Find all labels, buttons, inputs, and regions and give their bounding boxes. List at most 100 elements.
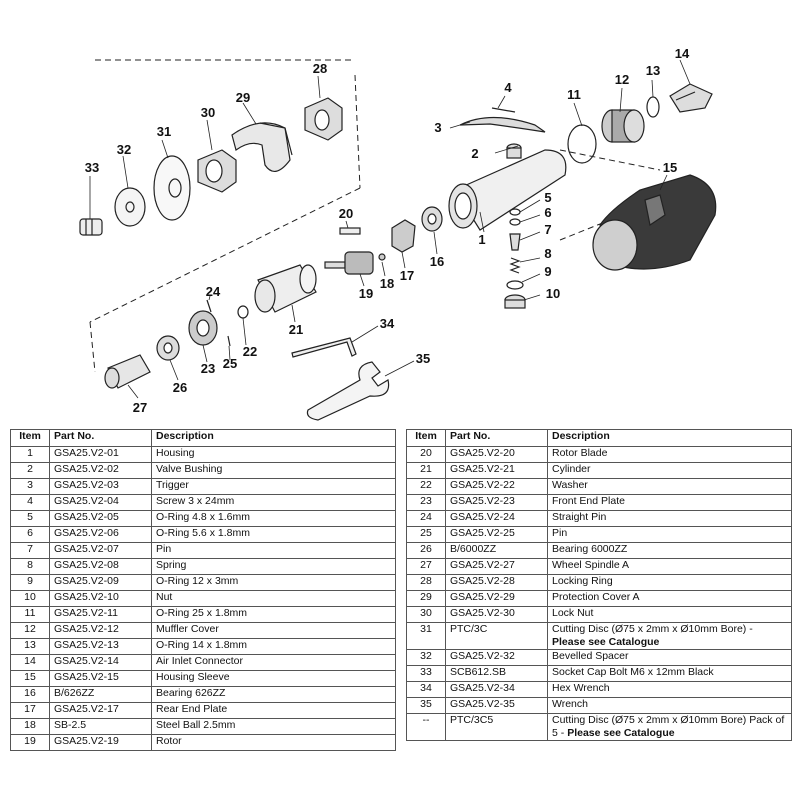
part-number: GSA25.V2-27 — [445, 558, 548, 575]
part-number: GSA25.V2-08 — [49, 558, 152, 575]
item-number: 31 — [406, 622, 446, 650]
item-number: 10 — [10, 590, 50, 607]
part-description: Bevelled Spacer — [547, 649, 792, 666]
catalogue-note: Please see Catalogue — [567, 727, 675, 739]
item-number: 11 — [10, 606, 50, 623]
part-description: Socket Cap Bolt M6 x 12mm Black — [547, 665, 792, 682]
callout-number: 33 — [85, 160, 99, 175]
item-number: 16 — [10, 686, 50, 703]
part-number: PTC/3C5 — [445, 713, 548, 741]
part-3-trigger — [459, 116, 546, 133]
part-number: GSA25.V2-25 — [445, 526, 548, 543]
part-description: Locking Ring — [547, 574, 792, 591]
part-number: GSA25.V2-11 — [49, 606, 152, 623]
part-21-cylinder — [254, 264, 317, 313]
part-27-spindle — [104, 354, 151, 389]
callout-number: 18 — [380, 276, 394, 291]
part-description: Washer — [547, 478, 792, 495]
part-number: GSA25.V2-07 — [49, 542, 152, 559]
item-number: -- — [406, 713, 446, 741]
part-18-ball — [378, 253, 386, 261]
part-number: GSA25.V2-24 — [445, 510, 548, 527]
part-description: Front End Plate — [547, 494, 792, 511]
part-description: O-Ring 14 x 1.8mm — [151, 638, 396, 655]
callout-number: 20 — [339, 206, 353, 221]
part-description: Steel Ball 2.5mm — [151, 718, 396, 735]
callout-number: 10 — [546, 286, 560, 301]
item-number: 19 — [10, 734, 50, 751]
callout-number: 22 — [243, 344, 257, 359]
part-7-pin — [509, 233, 521, 251]
part-description: Valve Bushing — [151, 462, 396, 479]
part-description: Cutting Disc (Ø75 x 2mm x Ø10mm Bore) - … — [547, 622, 792, 650]
callout-number: 2 — [471, 146, 478, 161]
part-number: GSA25.V2-22 — [445, 478, 548, 495]
callout-number: 11 — [567, 87, 581, 102]
part-description: Cutting Disc (Ø75 x 2mm x Ø10mm Bore) Pa… — [547, 713, 792, 741]
part-number: GSA25.V2-03 — [49, 478, 152, 495]
callout-number: 28 — [313, 61, 327, 76]
callout-number: 31 — [157, 124, 171, 139]
part-number: GSA25.V2-34 — [445, 681, 548, 698]
part-description: Trigger — [151, 478, 396, 495]
part-number: GSA25.V2-35 — [445, 697, 548, 714]
item-number: 28 — [406, 574, 446, 591]
part-23-plate — [188, 310, 218, 346]
part-number: SB-2.5 — [49, 718, 152, 735]
part-description: Spring — [151, 558, 396, 575]
item-number: 27 — [406, 558, 446, 575]
callout-number: 16 — [430, 254, 444, 269]
item-number: 35 — [406, 697, 446, 714]
callout-number: 19 — [359, 286, 373, 301]
part-description: Pin — [547, 526, 792, 543]
part-16-bearing — [421, 206, 443, 232]
item-number: 4 — [10, 494, 50, 511]
part-33-bolt — [79, 218, 103, 236]
item-number: 8 — [10, 558, 50, 575]
part-13-oring — [646, 96, 660, 118]
part-number: GSA25.V2-19 — [49, 734, 152, 751]
callout-number: 8 — [544, 246, 551, 261]
callout-number: 32 — [117, 142, 131, 157]
part-description: Air Inlet Connector — [151, 654, 396, 671]
part-12-muffler — [601, 109, 645, 143]
part-description: Rotor Blade — [547, 446, 792, 463]
callout-number: 30 — [201, 105, 215, 120]
part-31-disc — [153, 155, 191, 221]
part-description: Wrench — [547, 697, 792, 714]
callout-number: 26 — [173, 380, 187, 395]
description-text: Cutting Disc (Ø75 x 2mm x Ø10mm Bore) - — [552, 623, 753, 635]
callout-number: 6 — [544, 205, 551, 220]
part-1-housing — [448, 149, 567, 231]
item-number: 33 — [406, 665, 446, 682]
item-number: 23 — [406, 494, 446, 511]
part-number: GSA25.V2-17 — [49, 702, 152, 719]
callout-number: 29 — [236, 90, 250, 105]
part-number: PTC/3C — [445, 622, 548, 650]
part-description: Housing Sleeve — [151, 670, 396, 687]
item-number: 25 — [406, 526, 446, 543]
callout-number: 25 — [223, 356, 237, 371]
callout-number: 34 — [380, 316, 395, 331]
header-description: Description — [151, 429, 396, 447]
part-5-oring — [509, 208, 521, 216]
